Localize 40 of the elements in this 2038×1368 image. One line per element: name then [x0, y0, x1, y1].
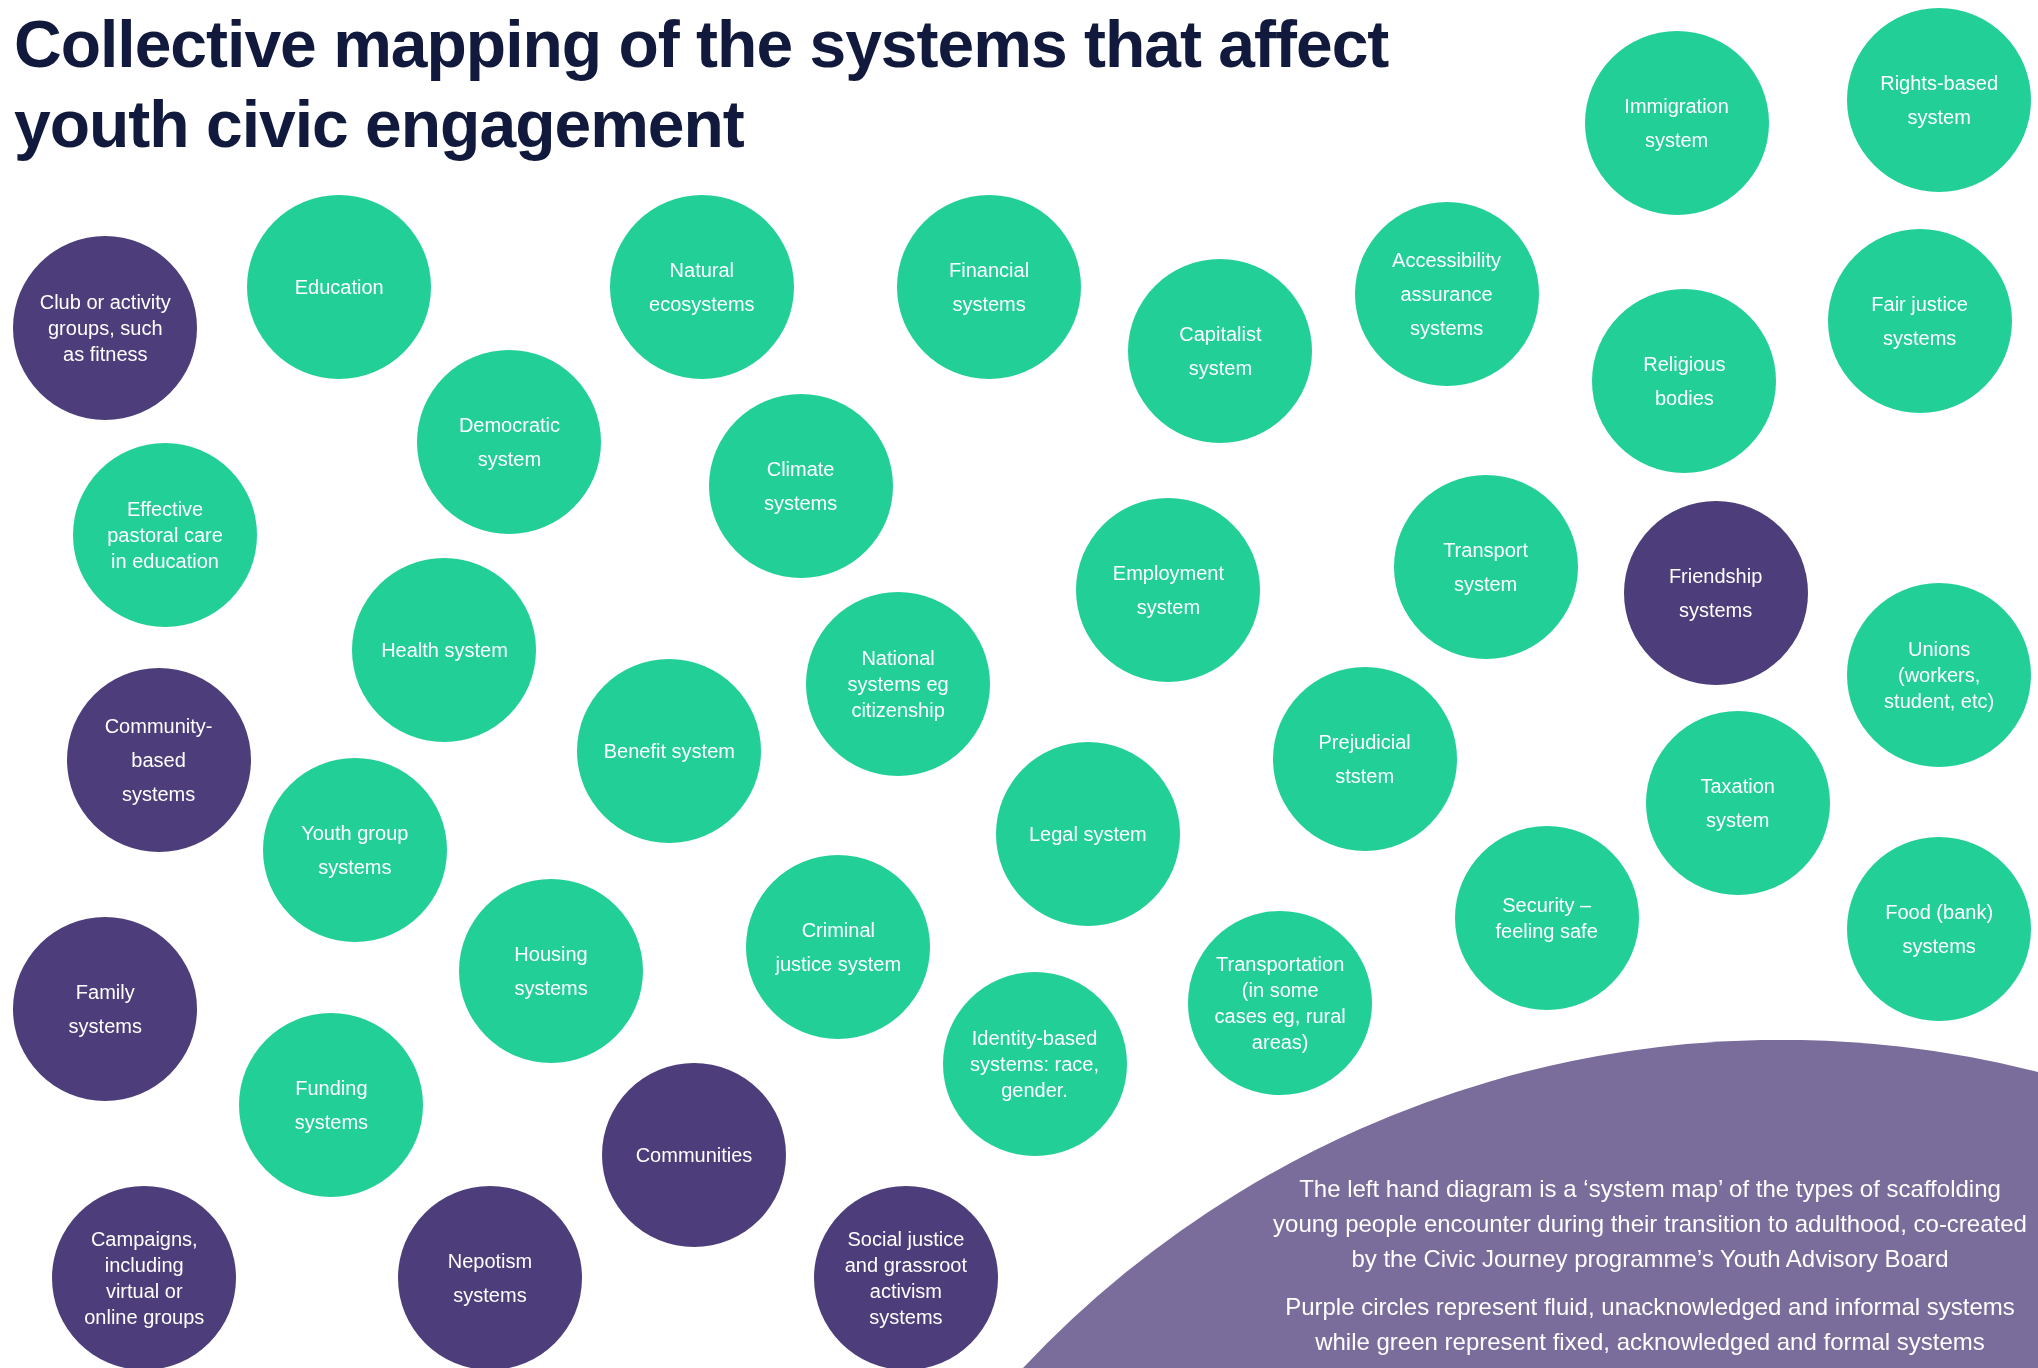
system-label: Natural ecosystems: [648, 258, 756, 318]
system-label: Legal system: [1028, 822, 1147, 848]
system-label: Criminal justice system: [774, 918, 903, 978]
system-label: Rights-based system: [1879, 71, 2000, 131]
system-label: Family systems: [67, 979, 143, 1039]
system-label: Transport system: [1442, 537, 1529, 597]
system-label: Capitalist system: [1178, 321, 1263, 381]
system-label: Food (bank) systems: [1884, 900, 1995, 960]
system-label: Community-based systems: [103, 714, 214, 808]
system-label: Youth group systems: [300, 821, 410, 880]
system-label: Accessibility assurance systems: [1391, 247, 1502, 341]
system-label: Health system: [381, 637, 508, 663]
system-label: Friendship systems: [1667, 563, 1764, 623]
system-label: Prejudicial ststem: [1317, 730, 1412, 789]
system-label: Communities: [635, 1143, 753, 1169]
system-label: Social justice and grassroot activism systems: [843, 1226, 969, 1330]
system-label: Funding systems: [293, 1075, 370, 1135]
note-paragraph: The left hand diagram is a ‘system map’ of the types of scaffolding young people encounter during their transition to adulthood, co-created by the Civic Journey programme’s Youth Advisory Board: [1272, 1174, 2028, 1274]
system-label: Nepotism systems: [446, 1248, 534, 1308]
system-label: Transportation (in some cases eg, rural areas): [1214, 952, 1347, 1056]
system-label: Effective pastoral care in education: [106, 497, 224, 575]
system-label: National systems eg citizenship: [846, 645, 950, 723]
system-label: Education: [294, 275, 384, 301]
system-label: Benefit system: [603, 739, 735, 765]
system-label: Immigration system: [1623, 94, 1730, 154]
system-label: Financial systems: [948, 258, 1031, 318]
system-label: Religious bodies: [1642, 351, 1727, 411]
diagram-title: Collective mapping of the systems that affect youth civic engagement: [14, 6, 1390, 163]
system-label: Climate systems: [762, 457, 839, 517]
system-label: Democratic system: [457, 412, 562, 472]
system-label: Club or activity groups, such as fitness: [39, 289, 172, 367]
system-label: Housing systems: [513, 941, 589, 1001]
system-label: Fair justice systems: [1870, 292, 1969, 351]
system-label: Campaigns, including virtual or online groups: [83, 1226, 206, 1330]
note-paragraph: Purple circles represent fluid, unacknowledged and informal systems while green represent fixed, acknowledged and formal systems: [1284, 1292, 2016, 1358]
system-label: Unions (workers, student, etc): [1883, 636, 1996, 714]
system-label: Taxation system: [1699, 774, 1776, 834]
system-label: Identity-based systems: race, gender.: [969, 1026, 1100, 1104]
system-label: Security – feeling safe: [1494, 892, 1599, 944]
system-label: Employment system: [1111, 561, 1225, 621]
